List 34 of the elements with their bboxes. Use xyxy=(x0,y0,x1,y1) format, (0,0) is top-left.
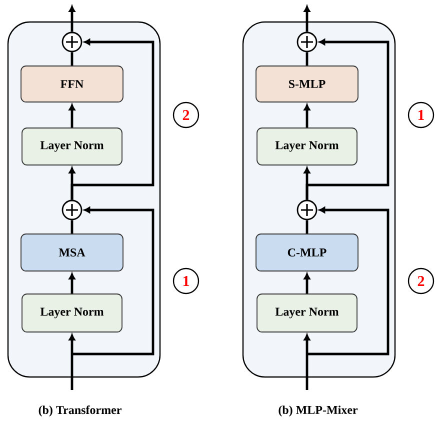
connector-line xyxy=(70,52,74,66)
add-circle xyxy=(296,32,318,52)
connector-line xyxy=(306,52,308,66)
arrow xyxy=(304,6,310,32)
arrow xyxy=(304,104,310,128)
layer-box: MSA xyxy=(20,234,124,272)
arrow xyxy=(68,334,76,390)
layer-box: Layer Norm xyxy=(22,128,122,166)
arrow xyxy=(304,334,310,390)
arrow xyxy=(307,206,390,356)
connector-line xyxy=(70,220,74,234)
panel-caption: (b) Transformer xyxy=(38,406,122,416)
layer-box: Layer Norm xyxy=(256,128,358,166)
layer-box: Layer Norm xyxy=(22,294,122,332)
add-circle xyxy=(296,200,318,220)
callout-number: 1 xyxy=(172,268,200,294)
arrow xyxy=(68,6,76,32)
arrow xyxy=(68,273,76,294)
arrow xyxy=(70,38,154,200)
arrow xyxy=(304,273,310,294)
callout-number: 1 xyxy=(408,102,434,128)
layer-box: C-MLP xyxy=(256,234,358,272)
arrow xyxy=(68,104,76,128)
callout-number: 2 xyxy=(408,268,434,294)
callout-number: 2 xyxy=(172,102,200,128)
add-circle xyxy=(62,32,82,52)
add-circle xyxy=(62,200,82,220)
layer-box: Layer Norm xyxy=(256,294,358,332)
connector-line xyxy=(306,220,308,234)
arrow xyxy=(72,206,154,356)
layer-box: S-MLP xyxy=(256,66,358,102)
layer-box: FFN xyxy=(20,66,124,102)
panel-caption: (b) MLP-Mixer xyxy=(278,406,358,416)
arrow xyxy=(306,38,390,200)
